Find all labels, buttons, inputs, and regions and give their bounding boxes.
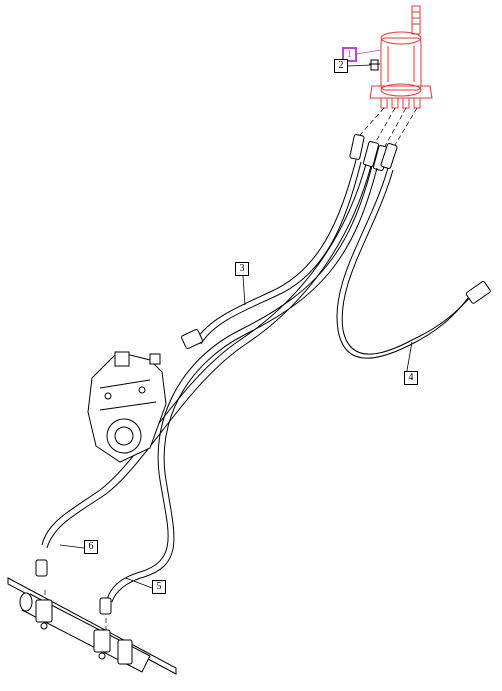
hose-fittings-top [349,134,398,171]
callout-1[interactable]: 1 [342,47,357,62]
hydraulic-pump [87,351,167,463]
steering-valve-part[interactable] [369,5,433,109]
hose-4[interactable] [336,167,491,359]
cylinder-hose-fittings [35,559,112,615]
hose-3[interactable] [181,159,362,349]
hose-6[interactable] [41,163,372,549]
steering-cylinder [7,577,177,675]
callout-4[interactable]: 4 [404,371,418,385]
callout-2[interactable]: 2 [334,59,348,73]
callout-5[interactable]: 5 [152,580,166,594]
callout-3[interactable]: 3 [235,262,249,276]
callout-6[interactable]: 6 [84,540,98,554]
leader-lines [59,49,413,589]
hose-5[interactable] [106,165,378,603]
